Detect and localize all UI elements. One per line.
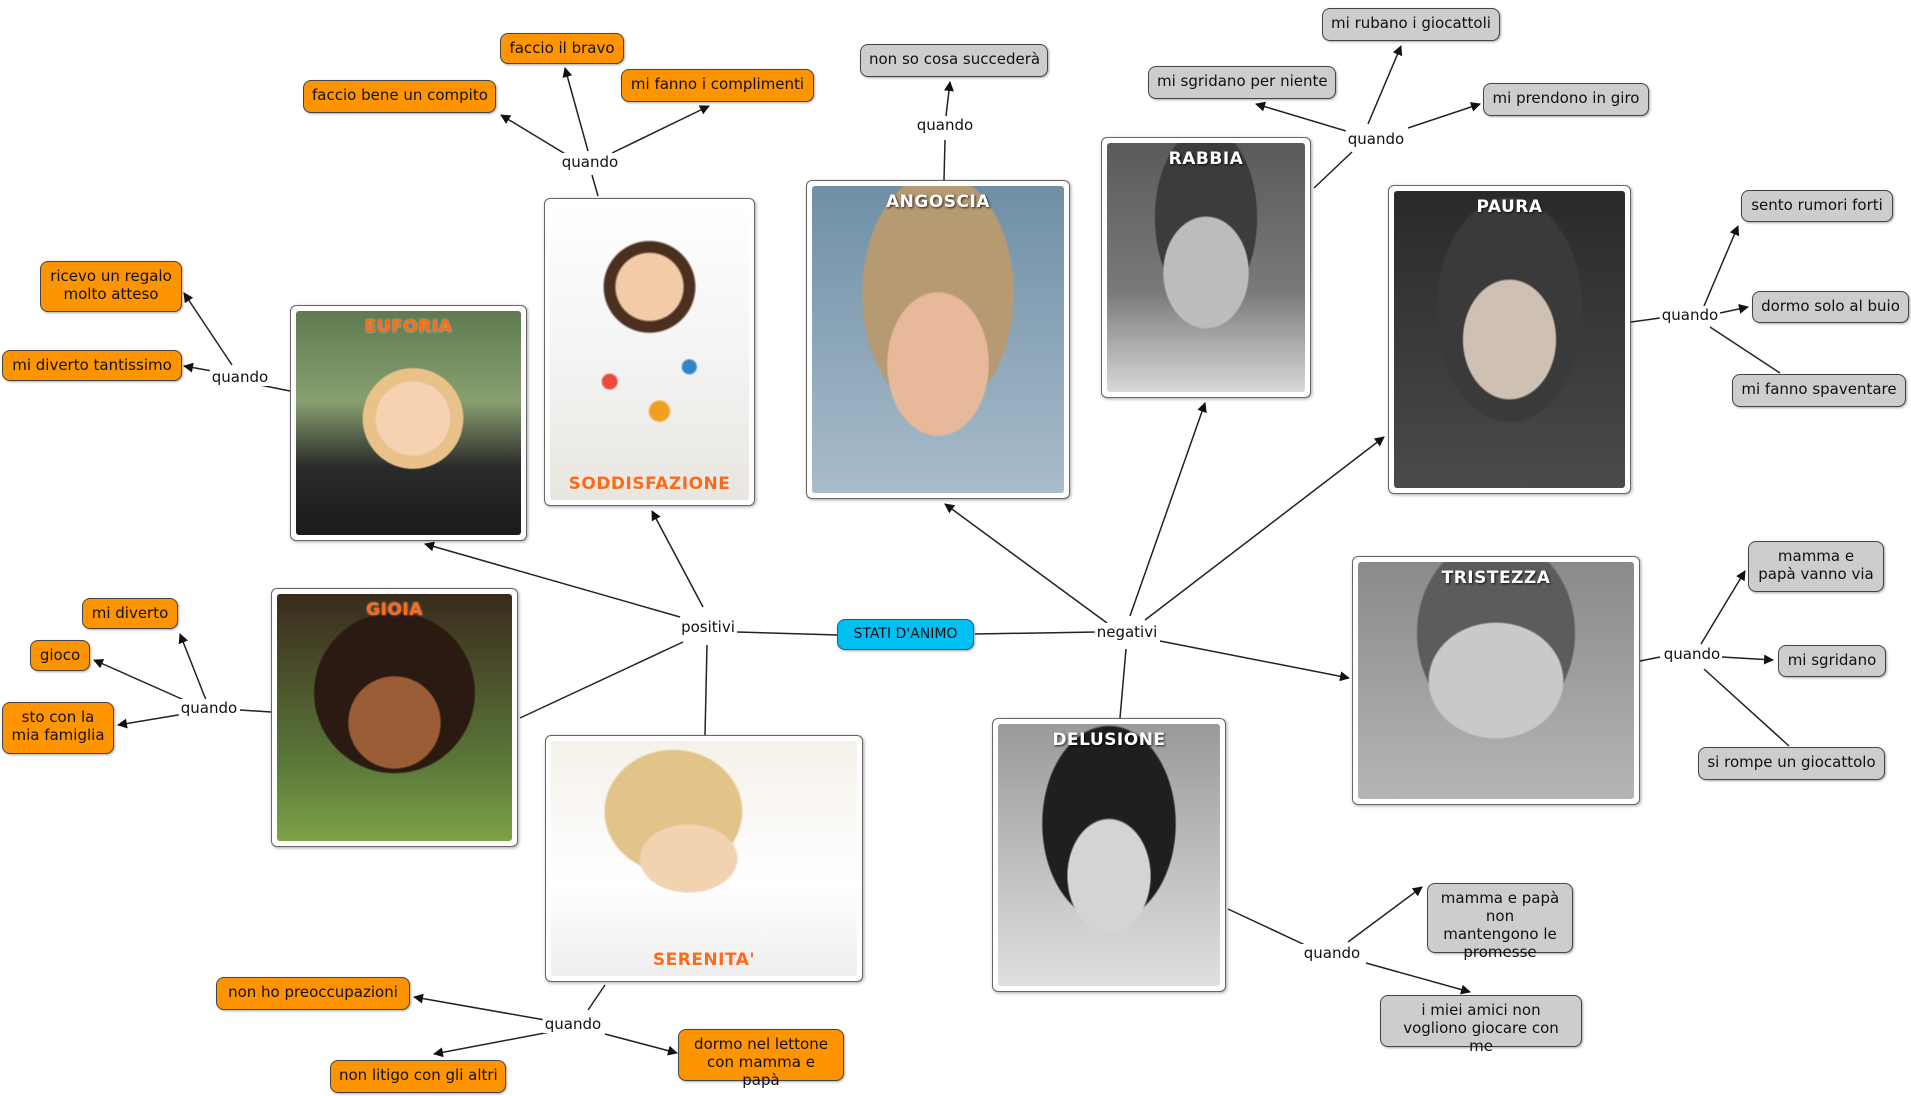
caption-tristezza: TRISTEZZA	[1441, 568, 1551, 588]
reason-node[interactable]: ricevo un regalo molto atteso	[40, 261, 182, 312]
photo-rabbia: RABBIA	[1101, 137, 1311, 398]
photo-tristezza: TRISTEZZA	[1352, 556, 1640, 805]
link-word-tristezza: quando	[1661, 645, 1723, 663]
photo-euforia: EUFORIA	[290, 305, 527, 541]
photo-serenita: SERENITA'	[545, 735, 863, 982]
photo-gioia: GIOIA	[271, 588, 518, 847]
link-word-rabbia: quando	[1345, 130, 1407, 148]
caption-rabbia: RABBIA	[1168, 149, 1244, 169]
reason-node[interactable]: dormo solo al buio	[1752, 291, 1909, 323]
link-word-euforia: quando	[209, 368, 271, 386]
center-node[interactable]: STATI D'ANIMO	[837, 619, 974, 650]
branch-positive: positivi	[679, 618, 737, 636]
reason-node[interactable]: faccio il bravo	[500, 33, 624, 64]
reason-node[interactable]: mi fanno spaventare	[1732, 374, 1906, 407]
photo-soddisfazione: SODDISFAZIONE	[544, 198, 755, 506]
caption-delusione: DELUSIONE	[1052, 730, 1166, 750]
photo-paura: PAURA	[1388, 185, 1631, 494]
link-word-serenita: quando	[542, 1015, 604, 1033]
reason-node[interactable]: sto con la mia famiglia	[2, 702, 114, 754]
reason-node[interactable]: dormo nel lettone con mamma e papà	[678, 1029, 844, 1089]
reason-node[interactable]: non litigo con gli altri	[330, 1060, 506, 1093]
link-word-delusione: quando	[1301, 944, 1363, 962]
reason-node[interactable]: mi rubano i giocattoli	[1322, 8, 1500, 41]
photo-angoscia: ANGOSCIA	[806, 180, 1070, 499]
link-word-soddisfazione: quando	[559, 153, 621, 171]
photo-delusione: DELUSIONE	[992, 718, 1226, 992]
caption-euforia: EUFORIA	[364, 317, 453, 337]
reason-node[interactable]: mi sgridano	[1778, 645, 1886, 677]
link-word-angoscia: quando	[914, 116, 976, 134]
reason-node[interactable]: mi diverto	[82, 598, 178, 629]
reason-node[interactable]: mamma e papà vanno via	[1748, 541, 1884, 592]
caption-soddisfazione: SODDISFAZIONE	[568, 474, 731, 494]
reason-node[interactable]: mi prendono in giro	[1483, 83, 1649, 116]
caption-serenita: SERENITA'	[652, 950, 756, 970]
branch-negative: negativi	[1094, 623, 1160, 641]
link-word-paura: quando	[1659, 306, 1721, 324]
reason-node[interactable]: non ho preoccupazioni	[216, 977, 410, 1010]
reason-node[interactable]: mamma e papà non mantengono le promesse	[1427, 883, 1573, 961]
reason-node[interactable]: gioco	[30, 640, 90, 671]
reason-node[interactable]: mi diverto tantissimo	[2, 350, 182, 381]
reason-node[interactable]: i miei amici non vogliono giocare con me	[1380, 995, 1582, 1055]
caption-paura: PAURA	[1476, 197, 1543, 217]
caption-angoscia: ANGOSCIA	[886, 192, 990, 212]
reason-node[interactable]: sento rumori forti	[1741, 190, 1893, 222]
reason-node[interactable]: mi fanno i complimenti	[621, 69, 814, 102]
reason-node[interactable]: faccio bene un compito	[303, 80, 496, 113]
reason-node[interactable]: non so cosa succederà	[860, 44, 1048, 77]
caption-gioia: GIOIA	[366, 600, 423, 620]
link-word-gioia: quando	[178, 699, 240, 717]
reason-node[interactable]: si rompe un giocattolo	[1698, 747, 1885, 780]
reason-node[interactable]: mi sgridano per niente	[1148, 66, 1336, 99]
